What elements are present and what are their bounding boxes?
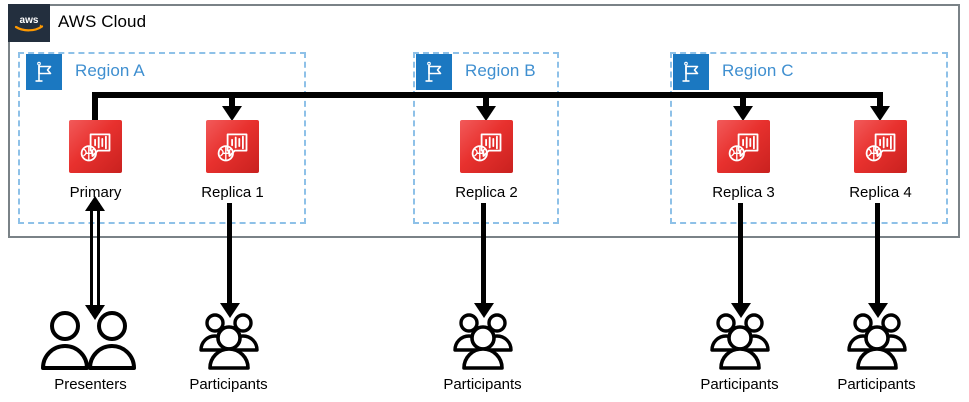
actor-label-participants-4: Participants — [837, 376, 916, 393]
actor-label-participants-1: Participants — [189, 376, 268, 393]
node-label-replica-2: Replica 2 — [455, 184, 518, 201]
actor-label-participants-2: Participants — [443, 376, 522, 393]
arrowhead-down-presenters — [85, 305, 105, 320]
region-boundary-c — [670, 52, 948, 224]
arrowhead-participants-3 — [731, 303, 751, 318]
replication-branch-replica-4 — [877, 92, 883, 108]
service-icon-primary[interactable] — [69, 120, 122, 173]
region-flag-icon — [416, 54, 452, 90]
replication-branch-replica-1 — [229, 92, 235, 108]
region-label-c: Region C — [722, 61, 794, 80]
service-icon-replica-2[interactable] — [460, 120, 513, 173]
node-label-replica-4: Replica 4 — [849, 184, 912, 201]
region-flag-icon — [673, 54, 709, 90]
service-icon-replica-1[interactable] — [206, 120, 259, 173]
aws-cloud-label: AWS Cloud — [58, 12, 147, 31]
region-flag-icon — [26, 54, 62, 90]
node-label-replica-3: Replica 3 — [712, 184, 775, 201]
arrowhead-participants-4 — [868, 303, 888, 318]
service-icon-replica-3[interactable] — [717, 120, 770, 173]
three-people-icon — [198, 310, 260, 375]
connector-presenters-primary — [90, 203, 100, 313]
connector-replica-4-participants — [875, 203, 880, 307]
actor-label-presenters: Presenters — [54, 376, 127, 393]
connector-replica-3-participants — [738, 203, 743, 307]
arrowhead-replica-2 — [476, 106, 496, 121]
region-boundary-a — [18, 52, 306, 224]
arrowhead-replica-4 — [870, 106, 890, 121]
arrowhead-participants-2 — [474, 303, 494, 318]
two-people-icon — [36, 310, 146, 375]
region-label-b: Region B — [465, 61, 536, 80]
arrowhead-participants-1 — [220, 303, 240, 318]
node-label-replica-1: Replica 1 — [201, 184, 264, 201]
svg-text:aws: aws — [20, 15, 39, 26]
replication-stem-primary — [92, 92, 98, 120]
connector-replica-1-participants — [227, 203, 232, 307]
replication-branch-replica-3 — [740, 92, 746, 108]
region-label-a: Region A — [75, 61, 145, 80]
three-people-icon — [709, 310, 771, 375]
arrowhead-up-primary — [85, 196, 105, 211]
aws-logo-icon: aws — [8, 4, 50, 42]
three-people-icon — [452, 310, 514, 375]
three-people-icon — [846, 310, 908, 375]
replication-branch-replica-2 — [483, 92, 489, 108]
node-label-primary: Primary — [69, 184, 122, 201]
region-boundary-b — [413, 52, 559, 224]
connector-replica-2-participants — [481, 203, 486, 307]
actor-label-participants-3: Participants — [700, 376, 779, 393]
arrowhead-replica-3 — [733, 106, 753, 121]
service-icon-replica-4[interactable] — [854, 120, 907, 173]
arrowhead-replica-1 — [222, 106, 242, 121]
